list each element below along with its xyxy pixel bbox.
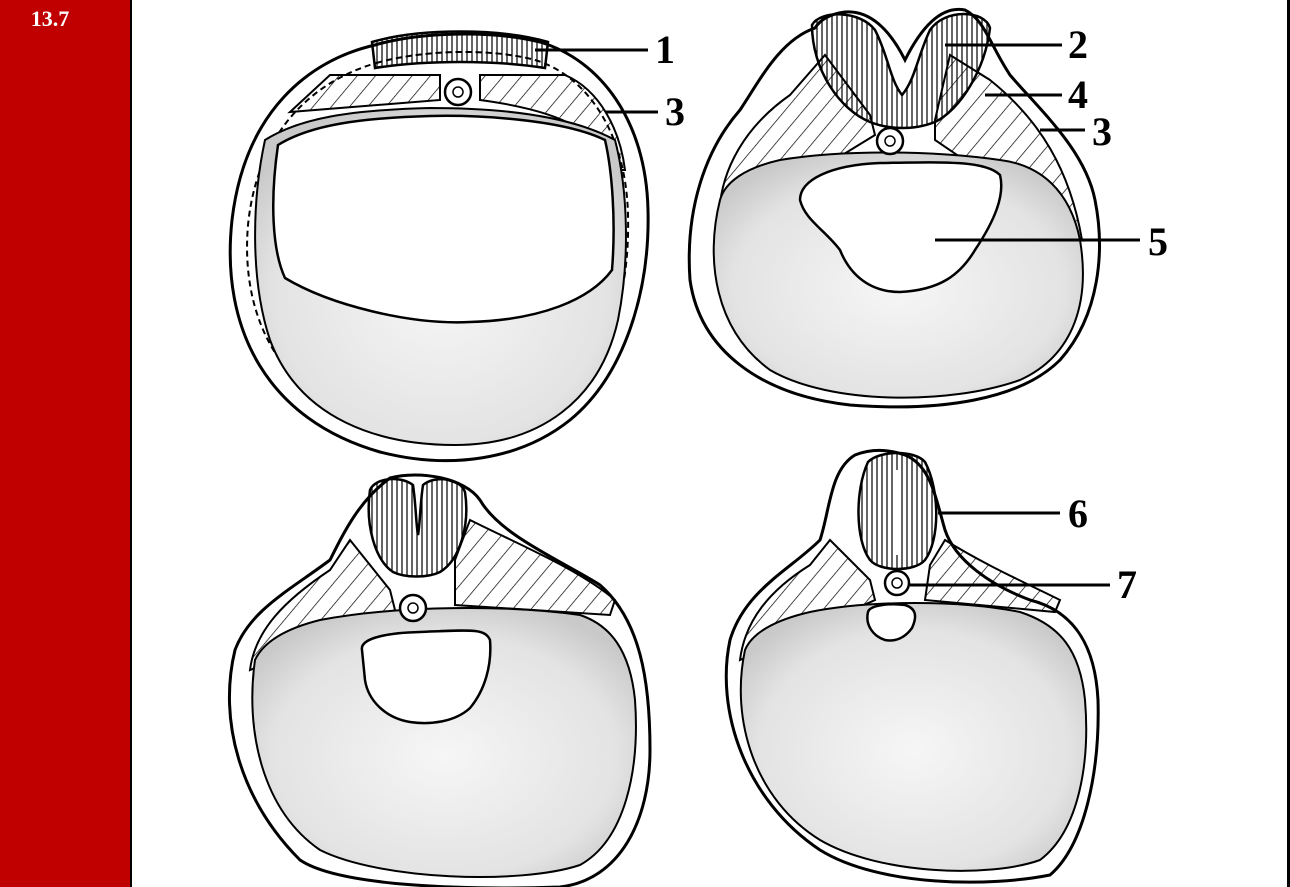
label-5: 5 — [1148, 219, 1168, 264]
section4-notochord — [885, 571, 909, 595]
neural-plate — [372, 32, 548, 69]
section-neural-tube — [726, 450, 1098, 882]
section-neural-folds — [229, 475, 650, 887]
section3-mesoderm-right — [455, 520, 615, 615]
section4-yolk — [741, 603, 1086, 871]
section-neural-groove — [689, 9, 1099, 407]
section-neural-plate — [230, 32, 648, 461]
section3-notochord — [400, 595, 426, 621]
section1-cavity — [273, 116, 613, 322]
label-3-right: 3 — [1092, 109, 1112, 154]
label-6: 6 — [1068, 491, 1088, 536]
label-1: 1 — [655, 27, 675, 72]
section1-notochord — [445, 79, 471, 105]
label-2: 2 — [1068, 22, 1088, 67]
label-3-left: 3 — [665, 89, 685, 134]
label-7: 7 — [1117, 562, 1137, 607]
label-4: 4 — [1068, 72, 1088, 117]
section2-notochord — [877, 128, 903, 154]
section4-mesoderm-right — [925, 540, 1060, 612]
